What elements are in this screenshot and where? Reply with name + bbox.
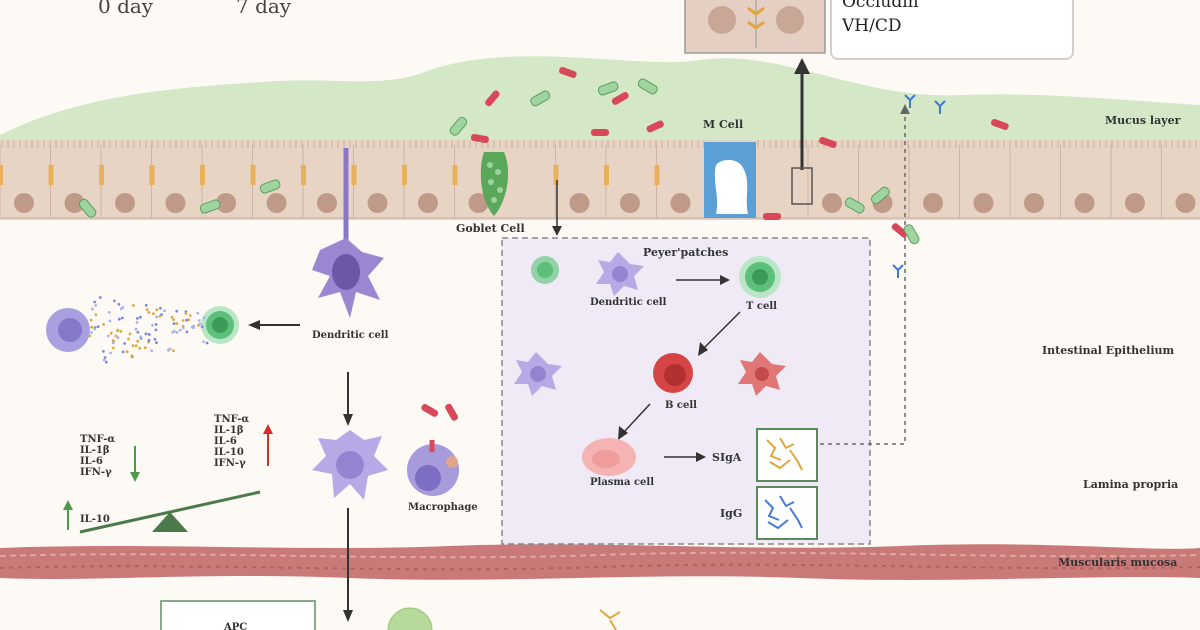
legend-box: Occludin VH/CD — [830, 0, 1074, 60]
bacteria-icon — [819, 136, 837, 148]
pp-dendritic-cell-label: Dendritic cell — [590, 297, 667, 308]
cytokine-right-item: IL-1β — [214, 425, 244, 436]
dendritic-cell-icon — [312, 148, 384, 318]
cytokine-list-right: TNF-α IL-1β IL-6 IL-10 IFN-γ — [214, 414, 249, 469]
b-cell-icon — [653, 353, 693, 393]
cytokine-left-item: IFN-γ — [80, 467, 112, 478]
dendritic-cell-icon — [596, 252, 644, 296]
dendritic-cell-icon — [312, 430, 388, 500]
macrophage-label: Macrophage — [408, 502, 478, 513]
dendritic-cell-icon — [514, 352, 562, 396]
epithelial-nucleus — [266, 193, 287, 213]
epithelial-nucleus — [1024, 193, 1044, 213]
probiotic-icon — [870, 186, 890, 205]
epithelial-nucleus — [1125, 193, 1145, 213]
epithelial-nucleus — [923, 193, 943, 213]
probiotic-icon — [903, 224, 920, 245]
probiotic-icon — [199, 199, 221, 214]
epithelial-nucleus — [165, 193, 186, 213]
probiotic-icon — [259, 179, 281, 194]
epithelial-nucleus — [1074, 193, 1095, 213]
muscularis-band — [0, 544, 1200, 580]
epithelial-nucleus — [569, 193, 590, 213]
cytokine-right-item: IL-10 — [214, 447, 244, 458]
bacteria-icon — [591, 129, 609, 136]
igg-label: IgG — [720, 507, 743, 520]
day0-label: 0 day — [98, 0, 154, 18]
epithelial-nucleus — [14, 193, 34, 213]
mucus-layer — [0, 56, 1200, 150]
probiotic-icon — [78, 198, 97, 218]
probiotic-icon — [637, 78, 658, 95]
macrophage-icon — [407, 440, 459, 496]
lamina-propria-label: Lamina propria — [1083, 478, 1179, 491]
peyers-patches-label: Peyer'patches — [643, 246, 729, 259]
epithelial-nucleus — [317, 193, 337, 213]
cytokine-left-item: TNF-α — [80, 434, 116, 445]
siga-label: SIgA — [712, 451, 742, 464]
plasma-cell-icon — [582, 438, 636, 476]
bacteria-icon — [485, 90, 500, 107]
cytokine-right-item: TNF-α — [214, 414, 250, 425]
plasma-cell-label: Plasma cell — [590, 477, 655, 488]
epithelial-nucleus — [670, 193, 691, 213]
epithelial-nucleus — [367, 193, 388, 213]
probiotic-icon — [597, 81, 619, 96]
apc-box: APC — [160, 600, 316, 630]
bacteria-icon — [991, 118, 1009, 130]
antibody-icon — [892, 94, 946, 278]
bacteria-icon — [611, 91, 629, 105]
apc-label: APC — [224, 622, 248, 630]
cytokine-left-item: IL-1β — [80, 445, 110, 456]
epithelial-nucleus — [620, 193, 640, 213]
vhcd-label: VH/CD — [842, 16, 902, 36]
goblet-cell-icon — [480, 152, 509, 216]
mucus-layer-label: Mucus layer — [1105, 114, 1181, 127]
b-cell-label: B cell — [665, 400, 697, 411]
cytokine-left-item: IL-6 — [80, 456, 103, 467]
bacteria-icon — [763, 213, 781, 220]
probiotic-icon — [844, 197, 865, 214]
epithelial-nucleus — [468, 193, 489, 213]
epithelial-nucleus — [822, 193, 842, 213]
occludin-label: Occludin — [842, 0, 919, 12]
il10-left-label: IL-10 — [80, 514, 110, 525]
bacteria-icon — [470, 133, 489, 144]
cytokine-right-item: IFN-γ — [214, 458, 246, 469]
seesaw-icon — [79, 490, 261, 534]
t-cell-label: T cell — [746, 301, 777, 312]
probiotic-icon — [530, 90, 551, 107]
epithelial-nucleus — [973, 193, 994, 213]
bacteria-icon — [891, 223, 908, 238]
t-cell-icon — [739, 256, 781, 298]
bacteria-icon — [445, 403, 458, 421]
intestinal-epithelium-label: Intestinal Epithelium — [1042, 344, 1175, 357]
cytokine-list-left: TNF-α IL-1β IL-6 IFN-γ — [80, 434, 115, 478]
dendritic-cell-label: Dendritic cell — [312, 330, 389, 341]
goblet-cell-label: Goblet Cell — [456, 222, 525, 235]
bacteria-icon — [559, 66, 577, 78]
m-cell-label: M Cell — [703, 118, 744, 131]
epithelial-nucleus — [64, 193, 85, 213]
m-cell-icon — [704, 142, 756, 218]
probiotic-icon — [449, 116, 468, 136]
bacteria-icon — [646, 120, 664, 133]
epithelial-nucleus — [115, 193, 135, 213]
epithelial-nucleus — [216, 193, 236, 213]
epithelial-nucleus — [418, 193, 438, 213]
muscularis-mucosa-label: Muscularis mucosa — [1058, 556, 1178, 569]
cytokine-right-item: IL-6 — [214, 436, 237, 447]
day7-label: 7 day — [236, 0, 292, 18]
bacteria-icon — [421, 404, 439, 417]
epithelial-nucleus — [1175, 193, 1196, 213]
